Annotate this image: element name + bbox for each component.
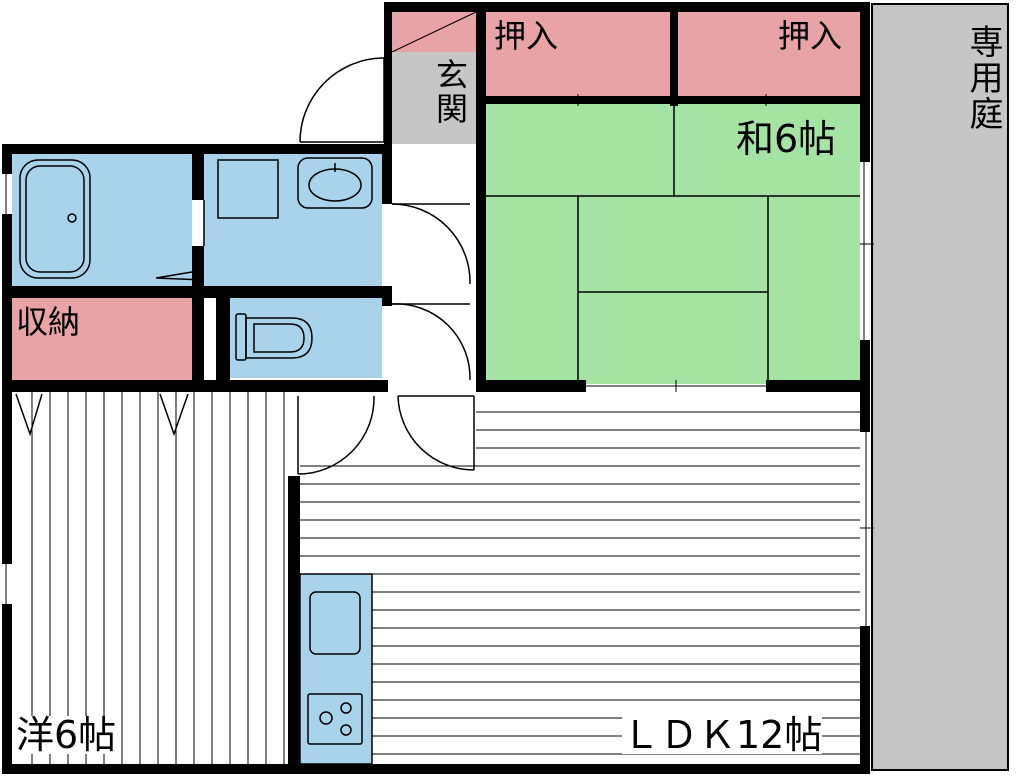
youshitsu-label: 洋6帖: [16, 713, 117, 757]
washing-machine-space-icon: [217, 159, 279, 219]
ldk-floor-lines: [300, 411, 860, 755]
bathtub-icon: [19, 159, 91, 279]
washitsu-label: 和6帖: [736, 117, 837, 161]
window-marks: [5, 94, 874, 626]
washbasin-icon: [297, 157, 373, 209]
private-garden-area: [871, 3, 1009, 771]
oshiire-right-area: [678, 12, 860, 96]
genkan-label: 玄関: [431, 58, 469, 126]
youshitsu-area: [12, 392, 290, 764]
shuunou-label: 収納: [16, 303, 81, 341]
washroom-area: [204, 154, 382, 286]
kitchen-counter: [299, 573, 373, 765]
walls: [2, 2, 870, 774]
shoe-storage-diagonal: [391, 11, 477, 53]
shuunou-area: [12, 298, 192, 380]
oshiire-left-label: 押入: [494, 17, 559, 55]
oshiire-right-label: 押入: [778, 17, 843, 55]
sink-icon: [309, 591, 361, 655]
doors: [15, 57, 475, 475]
youshitsu-floor-lines: [31, 392, 285, 764]
senyoutei-label: 専用庭: [963, 24, 1003, 132]
bathroom-area: [12, 154, 192, 286]
oshiire-left-area: [486, 12, 670, 96]
stove-icon: [307, 693, 363, 745]
toilet-area: [230, 298, 382, 378]
tatami-lines: [486, 104, 860, 384]
toilet-icon: [235, 313, 313, 361]
ldk-label: ＬＤＫ12帖: [622, 713, 823, 757]
genkan-floor: [392, 52, 476, 144]
